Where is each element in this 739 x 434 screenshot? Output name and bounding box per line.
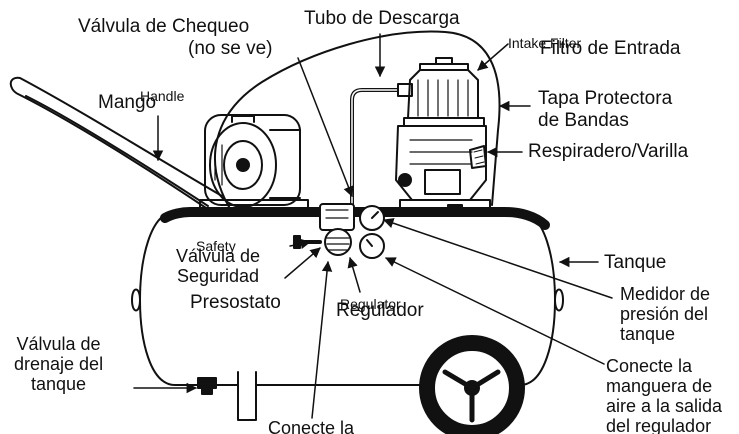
check-valve-line1: Válvula de Chequeo: [78, 16, 250, 37]
leader-lines: [133, 33, 613, 419]
drain-valve-line1: Válvula de: [16, 334, 101, 354]
tank-gauge-line3: tanque: [620, 324, 676, 344]
drain-valve-body: [197, 377, 217, 395]
check-valve-label: Válvula de Chequeo (no se ve): [78, 16, 272, 60]
connect-outlet-line3: aire a la salida: [606, 396, 723, 416]
regulator-en-label: Regulator: [340, 296, 401, 312]
tank-gauge-line2: presión del: [620, 304, 709, 324]
tank-gauge-label: Medidor de presión del tanque: [620, 284, 710, 344]
breather-label: Respiradero/Varilla: [528, 141, 689, 162]
drain-valve-line2: drenaje del: [14, 354, 104, 374]
drain-valve-label: Válvula de drenaje del tanque: [14, 334, 103, 394]
connect-outlet-label: Conecte la manguera de aire a la salida …: [606, 356, 722, 434]
intake-filter-label: Filtro de Entrada: [540, 38, 681, 59]
handle-en-label: Handle: [140, 88, 185, 104]
belt-guard-line1: Tapa Protectora: [538, 88, 673, 109]
foot: [237, 371, 257, 421]
handle-label: Mango: [98, 92, 157, 113]
pressure-switch-label: Presostato: [190, 292, 281, 313]
tank-label: Tanque: [604, 252, 667, 273]
motor: [204, 114, 301, 208]
belt-guard-label: Tapa Protectora de Bandas: [538, 88, 672, 132]
connect-outlet-line1: Conecte la: [606, 356, 693, 376]
safety-valve-en-label: Safety: [196, 238, 236, 254]
drain-valve-line3: tanque: [31, 374, 87, 394]
pump: [395, 57, 491, 215]
check-valve-line2: (no se ve): [188, 38, 273, 59]
regulator-label: Regulador: [336, 300, 424, 321]
connect-bottom-label: Conecte la: [268, 418, 355, 434]
handle: [9, 76, 223, 215]
connect-outlet-line4: del regulador: [606, 416, 712, 434]
safety-valve-label: Válvula de Seguridad: [176, 246, 260, 286]
wheel: [419, 335, 525, 434]
intake-filter-en-label: Intake Filter: [508, 35, 582, 51]
safety-valve-line1: Válvula de: [176, 246, 261, 266]
tank-gauge-line1: Medidor de: [620, 284, 711, 304]
belt-guard-line2: de Bandas: [538, 110, 629, 131]
discharge-tube-label: Tubo de Descarga: [304, 8, 460, 29]
connect-outlet-line2: manguera de: [606, 376, 713, 396]
safety-valve-line2: Seguridad: [176, 266, 260, 286]
